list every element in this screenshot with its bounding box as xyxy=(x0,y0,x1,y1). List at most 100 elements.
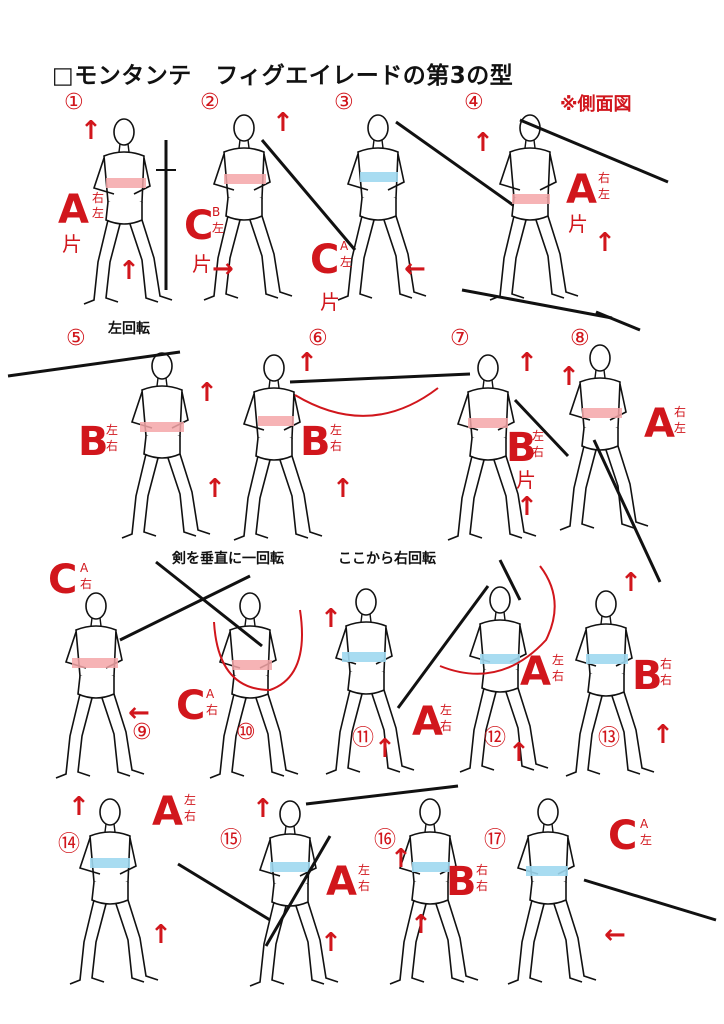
figure-11 xyxy=(325,585,490,775)
step-number-15: ⑮ xyxy=(220,828,243,853)
grip-sub2-6: 右 xyxy=(330,439,343,453)
step-number-11: ⑪ xyxy=(352,726,375,751)
grip-letter-9: C xyxy=(48,557,78,603)
step-number-13: ⑬ xyxy=(598,726,621,751)
grip-sub2-16: 右 xyxy=(476,879,489,893)
side-view-note: ※側面図 xyxy=(560,94,632,115)
step-number-7: ⑦ xyxy=(450,326,470,351)
kata-mark-7: 片 xyxy=(516,468,536,492)
arrow-up-icon: ↑ xyxy=(516,348,538,378)
arrow-up-icon: ↑ xyxy=(150,920,172,950)
arrow-left-icon: ← xyxy=(128,698,150,728)
grip-sub1-1: 右 xyxy=(92,191,105,205)
grip-sub2-13: 右 xyxy=(660,673,673,687)
grip-sub2-17: 左 xyxy=(640,833,653,847)
step-number-2: ② xyxy=(200,90,220,115)
grip-sub1-16: 右 xyxy=(476,863,489,877)
arrow-up-icon: ↑ xyxy=(320,928,342,958)
figure-13 xyxy=(565,590,655,777)
grip-sub1-8: 右 xyxy=(674,405,687,419)
step-number-4: ④ xyxy=(464,90,484,115)
arrow-left-icon: ← xyxy=(404,254,426,284)
arrow-up-icon: ↑ xyxy=(652,720,674,750)
grip-sub2-11: 右 xyxy=(440,719,453,733)
step-number-16: ⑯ xyxy=(374,828,397,853)
figure-4 xyxy=(461,114,669,320)
arrow-up-icon: ↑ xyxy=(296,348,318,378)
arrow-up-icon: ↑ xyxy=(516,492,538,522)
grip-letter-6: B xyxy=(300,419,331,465)
step-number-8: ⑧ xyxy=(570,326,590,351)
kata-mark-3: 片 xyxy=(320,290,340,314)
kata-mark-4: 片 xyxy=(568,212,588,236)
figure-15 xyxy=(249,784,459,987)
arrow-up-icon: ↑ xyxy=(252,794,274,824)
figure-14 xyxy=(69,798,271,985)
step-number-6: ⑥ xyxy=(308,326,328,351)
grip-sub1-10: A xyxy=(206,687,215,701)
grip-letter-17: C xyxy=(608,813,638,859)
grip-sub2-14: 右 xyxy=(184,809,197,823)
arrow-up-icon: ↑ xyxy=(68,792,90,822)
arrow-up-icon: ↑ xyxy=(558,362,580,392)
grip-sub1-3: A xyxy=(340,239,349,253)
grip-letter-15: A xyxy=(326,859,357,905)
grip-sub1-7: 左 xyxy=(532,429,545,443)
figure-8 xyxy=(559,310,662,583)
grip-sub2-3: 左 xyxy=(340,255,353,269)
grip-sub1-5: 左 xyxy=(106,423,119,437)
arrow-up-icon: ↑ xyxy=(320,604,342,634)
arrow-up-icon: ↑ xyxy=(410,910,432,940)
grip-letter-11: A xyxy=(412,699,443,745)
step-number-5: ⑤ xyxy=(66,326,86,351)
grip-letter-12: A xyxy=(520,649,551,695)
kata-mark-2: 片 xyxy=(192,252,212,276)
arrow-up-icon: ↑ xyxy=(80,116,102,146)
arrow-up-icon: ↑ xyxy=(332,474,354,504)
grip-sub2-2: 左 xyxy=(212,221,225,235)
grip-sub2-8: 左 xyxy=(674,421,687,435)
grip-sub2-7: 右 xyxy=(532,445,545,459)
arrow-left-icon: ← xyxy=(604,920,626,950)
note-left-turn: 左回転 xyxy=(108,321,150,337)
arrow-up-icon: ↑ xyxy=(272,108,294,138)
page-title: □モンタンテ フィグエイレードの第3の型 xyxy=(52,63,514,89)
grip-sub1-12: 左 xyxy=(552,653,565,667)
step-number-9: ⑨ xyxy=(132,720,152,745)
note-right-turn: ここから右回転 xyxy=(338,551,436,567)
arrow-up-icon: ↑ xyxy=(118,256,140,286)
grip-sub2-1: 左 xyxy=(92,206,105,220)
grip-sub1-9: A xyxy=(80,561,89,575)
grip-sub1-2: B xyxy=(212,205,221,219)
grip-sub1-14: 左 xyxy=(184,793,197,807)
grip-letter-10: C xyxy=(176,683,206,729)
figure-6 xyxy=(233,354,471,541)
grip-letter-2: C xyxy=(184,203,214,249)
grip-sub1-4: 右 xyxy=(598,171,611,185)
grip-sub2-12: 右 xyxy=(552,669,565,683)
arrow-up-icon: ↑ xyxy=(508,738,530,768)
kata-mark-1: 片 xyxy=(62,232,82,256)
note-sword-vertical: 剣を垂直に一回転 xyxy=(172,551,284,567)
figure-16 xyxy=(389,798,479,985)
grip-sub2-9: 右 xyxy=(80,577,93,591)
figure-7 xyxy=(447,354,570,541)
grip-sub2-5: 右 xyxy=(106,439,119,453)
figure-10 xyxy=(155,560,303,779)
grip-letter-5: B xyxy=(78,419,109,465)
arrow-right-icon: → xyxy=(212,254,234,284)
step-number-10: ⑩ xyxy=(236,720,256,745)
grip-letter-16: B xyxy=(446,859,477,905)
arrow-up-icon: ↑ xyxy=(472,128,494,158)
step-number-14: ⑭ xyxy=(58,832,81,857)
figure-17 xyxy=(507,798,717,985)
grip-letter-8: A xyxy=(644,401,675,447)
grip-letter-3: C xyxy=(310,237,340,283)
arrow-up-icon: ↑ xyxy=(374,734,396,764)
step-number-3: ③ xyxy=(334,90,354,115)
grip-sub1-15: 左 xyxy=(358,863,371,877)
grip-sub2-10: 右 xyxy=(206,703,219,717)
step-number-12: ⑫ xyxy=(484,726,507,751)
figure-1 xyxy=(83,118,176,305)
